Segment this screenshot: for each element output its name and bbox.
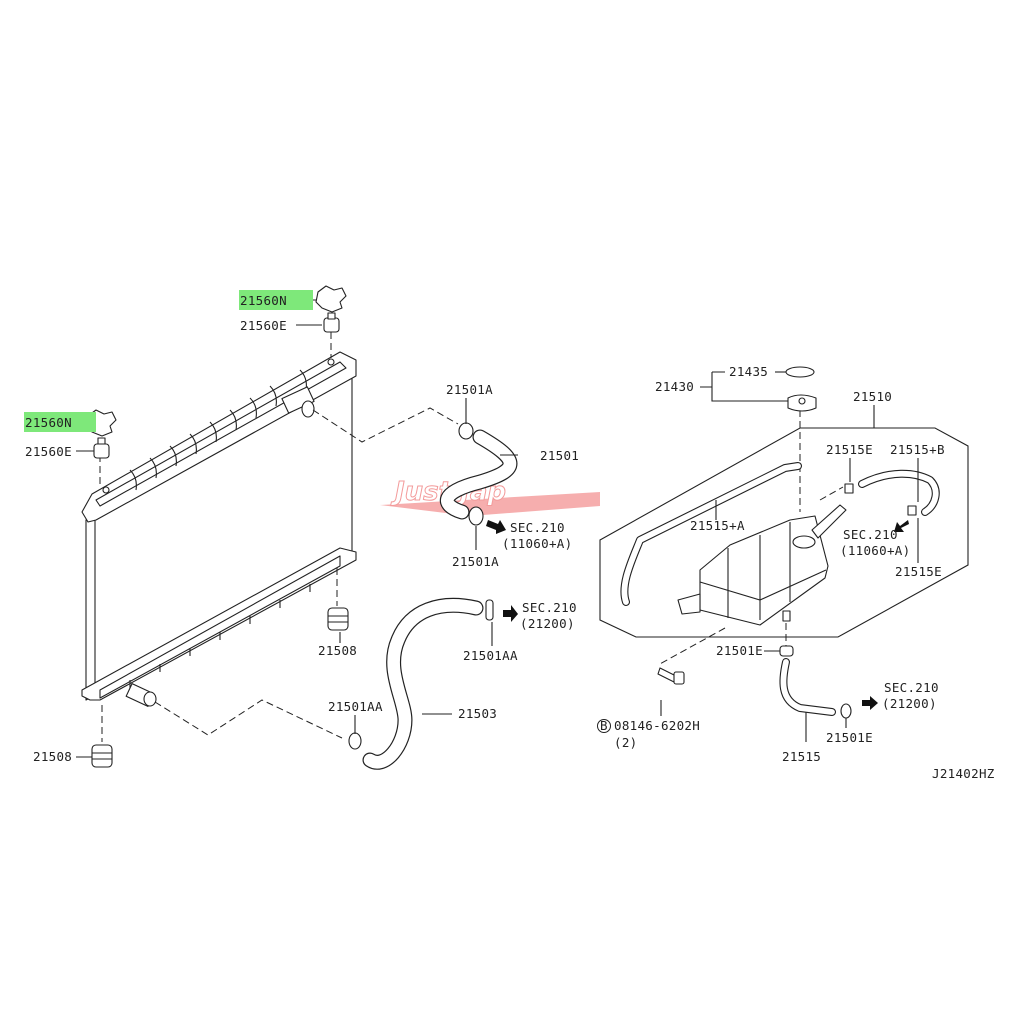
label-21515E-bottom[interactable]: 21515E [895,564,942,579]
label-21430[interactable]: 21430 [655,379,694,394]
label-21503[interactable]: 21503 [458,706,497,721]
tank-hose-b [858,469,940,516]
label-21508-left[interactable]: 21508 [33,749,72,764]
label-upper-sec-code[interactable]: (11060+A) [502,536,572,551]
label-21515[interactable]: 21515 [782,749,821,764]
upper-hose-clamps [458,422,484,526]
arrow-upper-sec-icon [486,520,506,534]
reservoir-tank [677,504,847,626]
tank-hose-a [620,462,802,606]
grommet-left-icon [93,437,110,459]
label-21515+B[interactable]: 21515+B [890,442,945,457]
arrow-outlet-sec-icon [862,696,878,710]
highlight-21560N-top [239,290,313,310]
reservoir-group-outline [599,371,969,638]
diagram-code: J21402HZ [932,766,995,781]
label-21515E-top[interactable]: 21515E [826,442,873,457]
label-21501[interactable]: 21501 [540,448,579,463]
label-lower-sec-ref[interactable]: SEC.210 [522,600,577,615]
label-21515+A[interactable]: 21515+A [690,518,745,533]
label-21560N-top[interactable]: 21560N [240,293,287,308]
label-21501E-top[interactable]: 21501E [716,643,763,658]
tank-clips [844,483,917,516]
lower-hose [362,597,484,770]
radiator-tank-ribs [129,369,307,491]
label-21560N-left[interactable]: 21560N [25,415,72,430]
label-bolt-qty: (2) [614,735,637,750]
label-tank-sec-code[interactable]: (11060+A) [840,543,910,558]
radiator [81,351,357,707]
highlight-21560N-left [24,412,96,432]
assembly-dashed-lines [99,332,844,742]
label-upper-sec-ref[interactable]: SEC.210 [510,520,565,535]
label-lower-sec-code[interactable]: (21200) [520,616,575,631]
arrow-tank-sec-icon [894,520,909,532]
arrow-lower-sec-icon [503,605,518,622]
label-21510[interactable]: 21510 [853,389,892,404]
lower-hose-clamps [348,599,494,750]
tank-outlet-hose [779,645,852,719]
svg-text:B: B [600,718,608,733]
grommet-top-icon [323,312,340,333]
label-21560E-top[interactable]: 21560E [240,318,287,333]
reservoir-cap-icon [787,394,817,412]
cap-seal-icon [775,366,815,378]
label-21508-right[interactable]: 21508 [318,643,357,658]
label-21560E-left[interactable]: 21560E [25,444,72,459]
label-tank-sec-ref[interactable]: SEC.210 [843,527,898,542]
bolt-icon [657,667,685,685]
bolt-marker-icon: B [597,718,611,733]
mount-left-icon [91,744,113,768]
upper-hose [439,429,518,520]
label-outlet-sec-ref[interactable]: SEC.210 [884,680,939,695]
label-21501E-bottom[interactable]: 21501E [826,730,873,745]
label-bolt[interactable]: 08146-6202H [614,718,700,733]
label-21501A-top[interactable]: 21501A [446,382,493,397]
label-outlet-sec-code[interactable]: (21200) [882,696,937,711]
label-21501AA-right[interactable]: 21501AA [463,648,518,663]
fan-shroud-clip-top-icon [315,285,347,313]
label-21501A-bottom[interactable]: 21501A [452,554,499,569]
label-21501AA-left[interactable]: 21501AA [328,699,383,714]
tank-leader-lines [660,458,919,742]
label-21435[interactable]: 21435 [729,364,768,379]
mount-right-icon [327,607,349,631]
